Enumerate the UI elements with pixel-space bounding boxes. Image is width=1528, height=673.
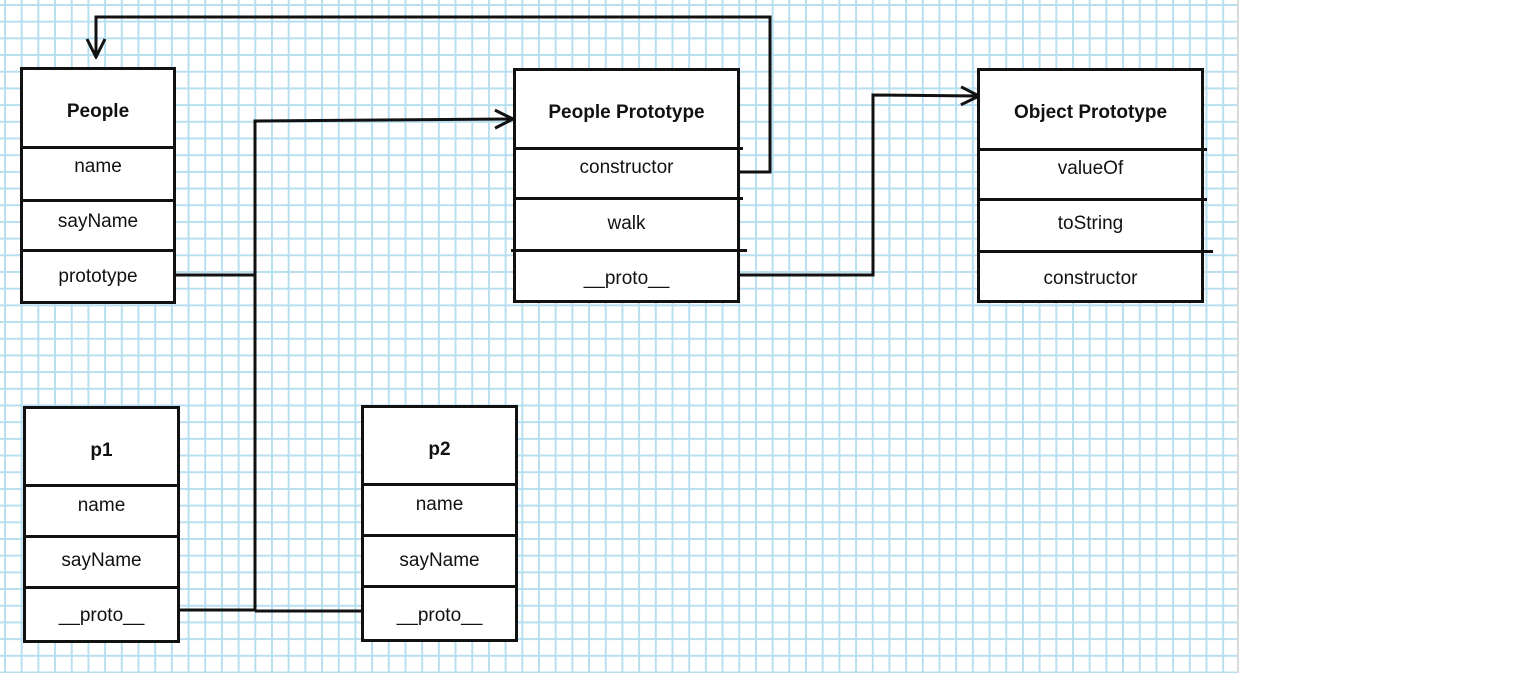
box-object-prototype-row-tostring: toString <box>1057 213 1124 234</box>
divider <box>20 146 176 149</box>
box-p2-row-name: name <box>415 494 464 515</box>
link-people-prototype-to-people-prototype <box>152 119 513 277</box>
box-p2-row-sayname: sayName <box>399 550 480 571</box>
box-people-prototype-title: People Prototype <box>548 102 705 123</box>
box-p1-row-name: name <box>77 495 126 516</box>
box-people-prototype-row-walk: walk <box>607 213 646 234</box>
divider <box>977 250 1213 253</box>
box-p2: p2 name sayName __proto__ <box>361 405 518 642</box>
grid-edge <box>1237 0 1239 673</box>
box-people-row-prototype: prototype <box>58 266 138 287</box>
divider <box>511 249 747 252</box>
divider <box>977 148 1207 151</box>
link-proto-to-object-prototype <box>718 95 979 277</box>
box-object-prototype-row-constructor: constructor <box>1043 268 1138 289</box>
divider <box>513 147 743 150</box>
box-p1: p1 name sayName __proto__ <box>23 406 180 643</box>
box-people-row-name: name <box>74 156 122 177</box>
box-people-row-sayname: sayName <box>57 211 139 232</box>
box-people: People name sayName prototype <box>20 67 176 304</box>
box-people-title: People <box>66 101 130 122</box>
box-p2-title: p2 <box>428 439 451 460</box>
box-p2-row-proto: __proto__ <box>396 605 483 626</box>
divider <box>977 198 1207 201</box>
link-constructor-to-people <box>96 15 772 174</box>
box-people-prototype-row-constructor: constructor <box>579 157 674 178</box>
box-p1-row-proto: __proto__ <box>58 605 145 626</box>
box-object-prototype-row-valueof: valueOf <box>1057 158 1124 179</box>
divider <box>23 484 180 487</box>
box-people-prototype-row-proto: __proto__ <box>583 268 670 289</box>
divider <box>23 535 180 538</box>
box-p1-row-sayname: sayName <box>61 550 142 571</box>
divider <box>20 249 176 252</box>
box-p1-title: p1 <box>90 440 113 461</box>
divider <box>361 483 518 486</box>
divider <box>361 534 518 537</box>
divider <box>513 197 743 200</box>
box-object-prototype-title: Object Prototype <box>1013 102 1168 123</box>
divider <box>20 199 176 202</box>
divider <box>23 586 180 589</box>
divider <box>361 585 518 588</box>
box-people-prototype: People Prototype constructor walk __prot… <box>511 68 747 303</box>
box-object-prototype: Object Prototype valueOf toString constr… <box>977 68 1213 303</box>
